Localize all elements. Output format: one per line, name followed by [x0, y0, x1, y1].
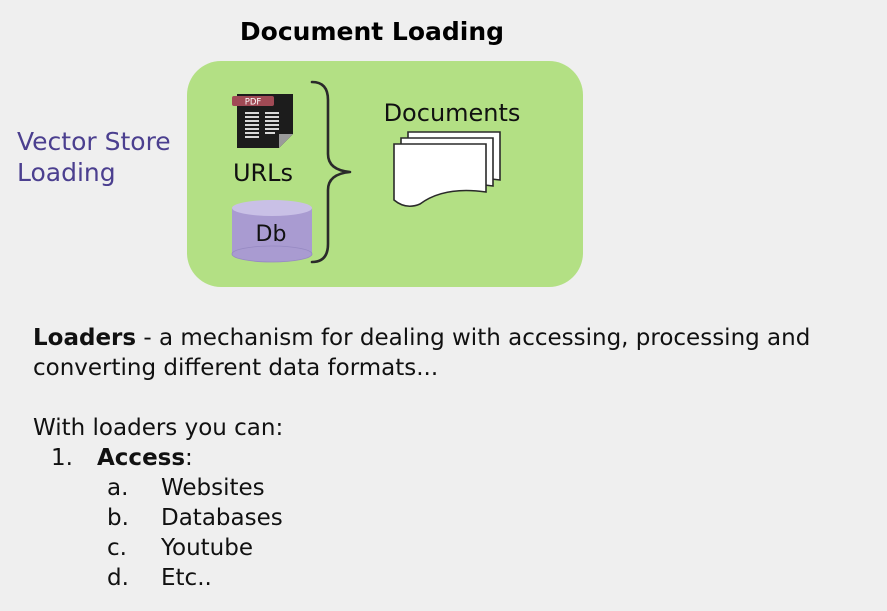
- sub-list-item-text: Websites: [161, 475, 265, 501]
- sub-list-item-text: Etc..: [161, 565, 212, 591]
- pdf-badge-text: PDF: [245, 97, 262, 107]
- side-label-line1: Vector Store: [17, 127, 171, 156]
- loaders-definition: - a mechanism for dealing with accessing…: [33, 325, 811, 381]
- documents-stack-icon: [393, 131, 501, 208]
- loaders-description: Loaders - a mechanism for dealing with a…: [33, 323, 878, 593]
- list-item-suffix: :: [185, 445, 193, 471]
- page-title: Document Loading: [239, 17, 505, 46]
- list-item-number: 1.: [51, 445, 73, 471]
- urls-label: URLs: [232, 159, 294, 187]
- sub-list-item-letter: c.: [107, 535, 127, 561]
- sub-list-item: a. Websites: [33, 473, 878, 503]
- vector-store-loading-label: Vector Store Loading: [17, 126, 171, 188]
- side-label-line2: Loading: [17, 158, 116, 187]
- documents-label: Documents: [383, 99, 521, 127]
- list-item-text: Access:: [97, 443, 193, 473]
- database-icon: [231, 200, 313, 263]
- sub-list-item: d. Etc..: [33, 563, 878, 593]
- right-curly-brace: [310, 80, 352, 264]
- loaders-term: Loaders: [33, 325, 137, 351]
- sub-list-item-letter: d.: [107, 565, 129, 591]
- sub-list-item: b. Databases: [33, 503, 878, 533]
- sub-list-item: c. Youtube: [33, 533, 878, 563]
- sub-list-item-text: Databases: [161, 505, 283, 531]
- sub-list-item-text: Youtube: [161, 535, 253, 561]
- loaders-lead-text: With loaders you can:: [33, 415, 284, 441]
- db-label: Db: [255, 222, 287, 247]
- list-item-label: Access: [97, 445, 186, 471]
- pdf-icon: PDF: [232, 94, 293, 148]
- loaders-intro: Loaders - a mechanism for dealing with a…: [33, 323, 878, 383]
- list-item: 1. Access:: [33, 443, 878, 473]
- sub-list-item-letter: b.: [107, 505, 129, 531]
- sub-list-item-letter: a.: [107, 475, 129, 501]
